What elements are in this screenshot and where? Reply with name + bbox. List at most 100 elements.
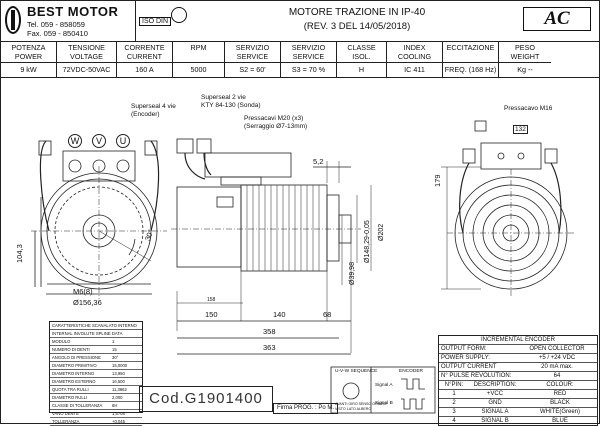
encoder-title: INCREMENTAL ENCODER [480, 337, 555, 343]
terminal-u: U [116, 134, 130, 148]
encoder-pin-cell: RED [553, 391, 567, 397]
spline-row: TOLLERANZA +0,045 [50, 418, 142, 426]
spline-value: 6H [112, 403, 118, 408]
dim-140: 140 [273, 310, 286, 319]
spline-value: 30° [112, 355, 119, 360]
signature-field: Firma PROG. : Po M. [273, 403, 339, 414]
encoder-key: OUTPUT CURRENT [441, 364, 497, 370]
spec-label: CLASSE ISOL. [337, 41, 386, 63]
spline-key: VANO DENTE [52, 411, 79, 416]
spline-value: 13,950 [112, 371, 125, 376]
spline-subtitle: INTERNAL INVOLUTE SPLINE DATA [52, 331, 123, 336]
iso-projection-block: ISO DIN [137, 1, 193, 41]
spec-label: SERVIZIO SERVICE [281, 41, 336, 63]
dim-68: 68 [323, 310, 332, 319]
encoder-sequence-label: ENCODER [399, 369, 423, 374]
dim-363: 363 [263, 343, 276, 352]
label-132: 132 [513, 125, 528, 134]
spec-value: 72VDC-50VAC [62, 65, 111, 74]
spline-value: 16,500 [112, 379, 125, 384]
encoder-pin-header: N°PIN:DESCRIPTION:COLOUR: [439, 381, 597, 390]
spec-label: ECCITAZIONE [443, 41, 498, 63]
label-encoder: (Encoder) [131, 111, 160, 118]
spline-value: +0,045 [112, 419, 125, 424]
technical-drawing [31, 120, 575, 414]
company-phone: Tel. 059 - 858059 Fax. 059 - 850410 [27, 20, 88, 38]
product-code: Cod.G1901400 [139, 386, 273, 412]
label-serraggio: (Serraggio Ø7-13mm) [244, 123, 308, 130]
spec-column-1: TENSIONE VOLTAGE 72VDC-50VAC [57, 41, 117, 77]
dim-202: Ø202 [378, 223, 385, 241]
iso-label: ISO DIN [139, 17, 172, 26]
signal-b-label: Signal B [375, 401, 393, 406]
company-fax: Fax. 059 - 850410 [27, 29, 88, 38]
encoder-value: 20 mA max. [541, 364, 573, 370]
spec-label: SERVIZIO SERVICE [225, 41, 280, 63]
drawing-title: MOTORE TRAZIONE IN IP-40 [288, 7, 426, 18]
encoder-pin-cell: 4 [452, 418, 456, 424]
spline-key: CLASSE DI TOLLERANZA [52, 403, 103, 408]
spec-label: PESO WEIGHT [499, 41, 551, 63]
dim-358: 358 [263, 327, 276, 336]
spline-title: CARATTERISTICHE SCANALATO INTERNO [52, 323, 137, 328]
ac-badge-block: AC [517, 5, 595, 31]
spec-value: S3 = 70 % [291, 65, 326, 74]
spline-key: ANGOLO DI PRESSIONE [52, 355, 101, 360]
spline-key: TOLLERANZA [52, 419, 80, 424]
spec-value: 9 kW [20, 65, 37, 74]
encoder-row: OUTPUT FORM: OPEN COLLECTOR [439, 345, 597, 354]
spline-value: 11,3862 [112, 387, 127, 392]
encoder-pin-header-cell: N°PIN: [444, 382, 464, 388]
spline-key: DIAMETRO RULLI [52, 395, 88, 400]
company-logo-block: BEST MOTOR Tel. 059 - 858059 Fax. 059 - … [1, 1, 136, 41]
encoder-pin-cell: BLUE [552, 418, 568, 424]
dim-m6: M6(8) [73, 287, 93, 296]
spline-value: 15,0000 [112, 363, 128, 368]
dim-158: 158 [207, 297, 216, 303]
company-tel: Tel. 059 - 858059 [27, 20, 85, 29]
spline-key: QUOTA TRA RULLI [52, 387, 89, 392]
encoder-key: OUTPUT FORM: [441, 346, 487, 352]
encoder-pin-cell: SIGNAL B [481, 418, 509, 424]
encoder-pin-header-cell: DESCRIPTION: [473, 382, 517, 388]
encoder-value: 64 [553, 373, 561, 379]
encoder-key: POWER SUPPLY: [441, 355, 490, 361]
spec-label: TENSIONE VOLTAGE [57, 41, 116, 63]
spec-column-4: SERVIZIO SERVICE S2 = 60' [225, 41, 281, 77]
encoder-key: N° PULSE REVOLUTION: [441, 373, 512, 379]
spline-key: NUMERO DI DENTI [52, 347, 90, 352]
ac-badge: AC [523, 7, 591, 31]
side-view [171, 138, 372, 355]
spline-row: ANGOLO DI PRESSIONE 30° [50, 354, 142, 362]
spline-row: QUOTA TRA RULLI 11,3862 [50, 386, 142, 394]
encoder-row: POWER SUPPLY:+5 / +24 VDC [439, 354, 597, 363]
spline-subtitle-row: INTERNAL INVOLUTE SPLINE DATA [50, 330, 142, 338]
encoder-table: INCREMENTAL ENCODER OUTPUT FORM: OPEN COLL… [438, 335, 598, 426]
label-superseal-4: Superseal 4 vie [131, 103, 176, 110]
spec-value: S2 = 60' [239, 65, 266, 74]
label-kty: KTY 84-130 (Sonda) [201, 102, 261, 109]
encoder-pin-cell: 1 [452, 391, 456, 397]
label-pressacavi-m20: Pressacavi M20 (x3) [244, 115, 304, 122]
spline-row: DIAMETRO PRIMITIVO 15,0000 [50, 362, 142, 370]
spline-key: DIAMETRO PRIMITIVO [52, 363, 97, 368]
encoder-row: OUTPUT CURRENT 20 mA max. [439, 363, 597, 372]
encoder-pin-cell: BLACK [550, 400, 570, 406]
front-view-left [31, 140, 167, 299]
spec-value: 160 A [135, 65, 154, 74]
spline-title-row: CARATTERISTICHE SCANALATO INTERNO [50, 322, 142, 330]
encoder-value: OPEN COLLECTOR [529, 346, 585, 352]
